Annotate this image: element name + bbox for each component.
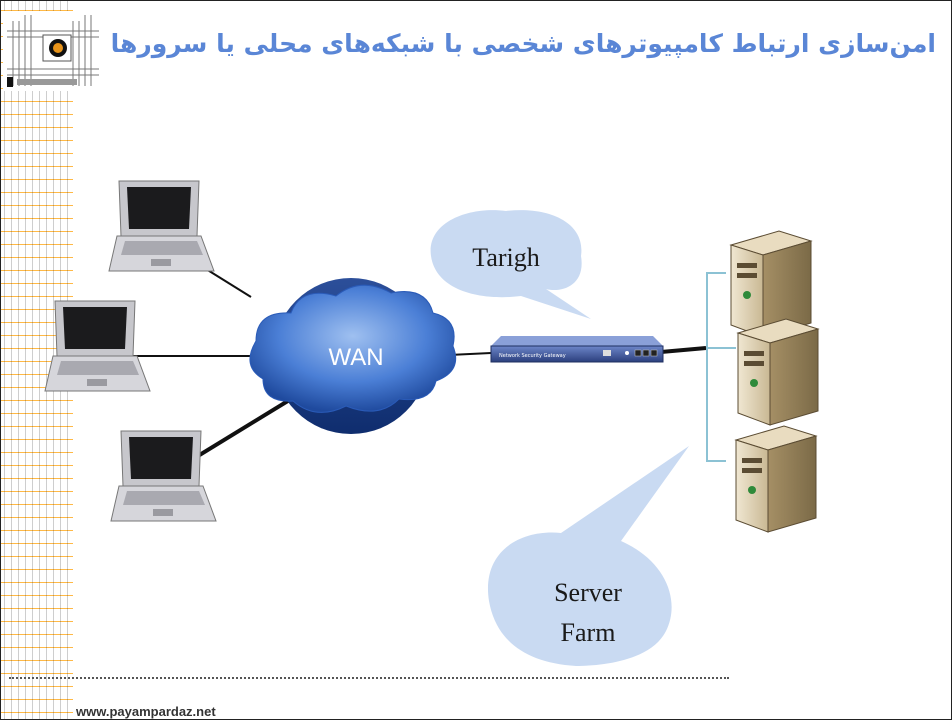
link-gateway-servers (660, 346, 707, 354)
laptop-icon (108, 180, 215, 272)
wan-label: WAN (328, 344, 383, 371)
server-icon (734, 425, 818, 533)
callout-server-label-line2: Farm (561, 618, 616, 647)
link-wan-gateway (448, 352, 492, 356)
security-gateway-icon: Network Security Gateway (490, 336, 664, 363)
server-icon (736, 318, 820, 426)
wan-cloud-icon: WAN (249, 278, 457, 434)
server-icon (729, 230, 813, 338)
connection-lines (129, 268, 707, 461)
footer-url[interactable]: www.payampardaz.net (76, 704, 216, 719)
laptop-icon (44, 300, 151, 392)
logo (3, 11, 103, 91)
laptop-icon (110, 430, 217, 522)
callout-server-label-line1: Server (554, 578, 622, 607)
link-laptop1-wan (205, 268, 252, 298)
footer-divider (9, 677, 729, 679)
server-bracket (706, 272, 736, 462)
callout-tarigh: Tarigh (430, 210, 591, 319)
callout-tarigh-label: Tarigh (472, 243, 540, 272)
gateway-device-text: Network Security Gateway (499, 353, 566, 359)
callout-server-farm: Server Farm (487, 446, 689, 666)
page-title: امن‌سازی ارتباط کامپیوترهای شخصی با شبکه… (110, 29, 936, 58)
link-laptop3-wan (191, 394, 298, 461)
